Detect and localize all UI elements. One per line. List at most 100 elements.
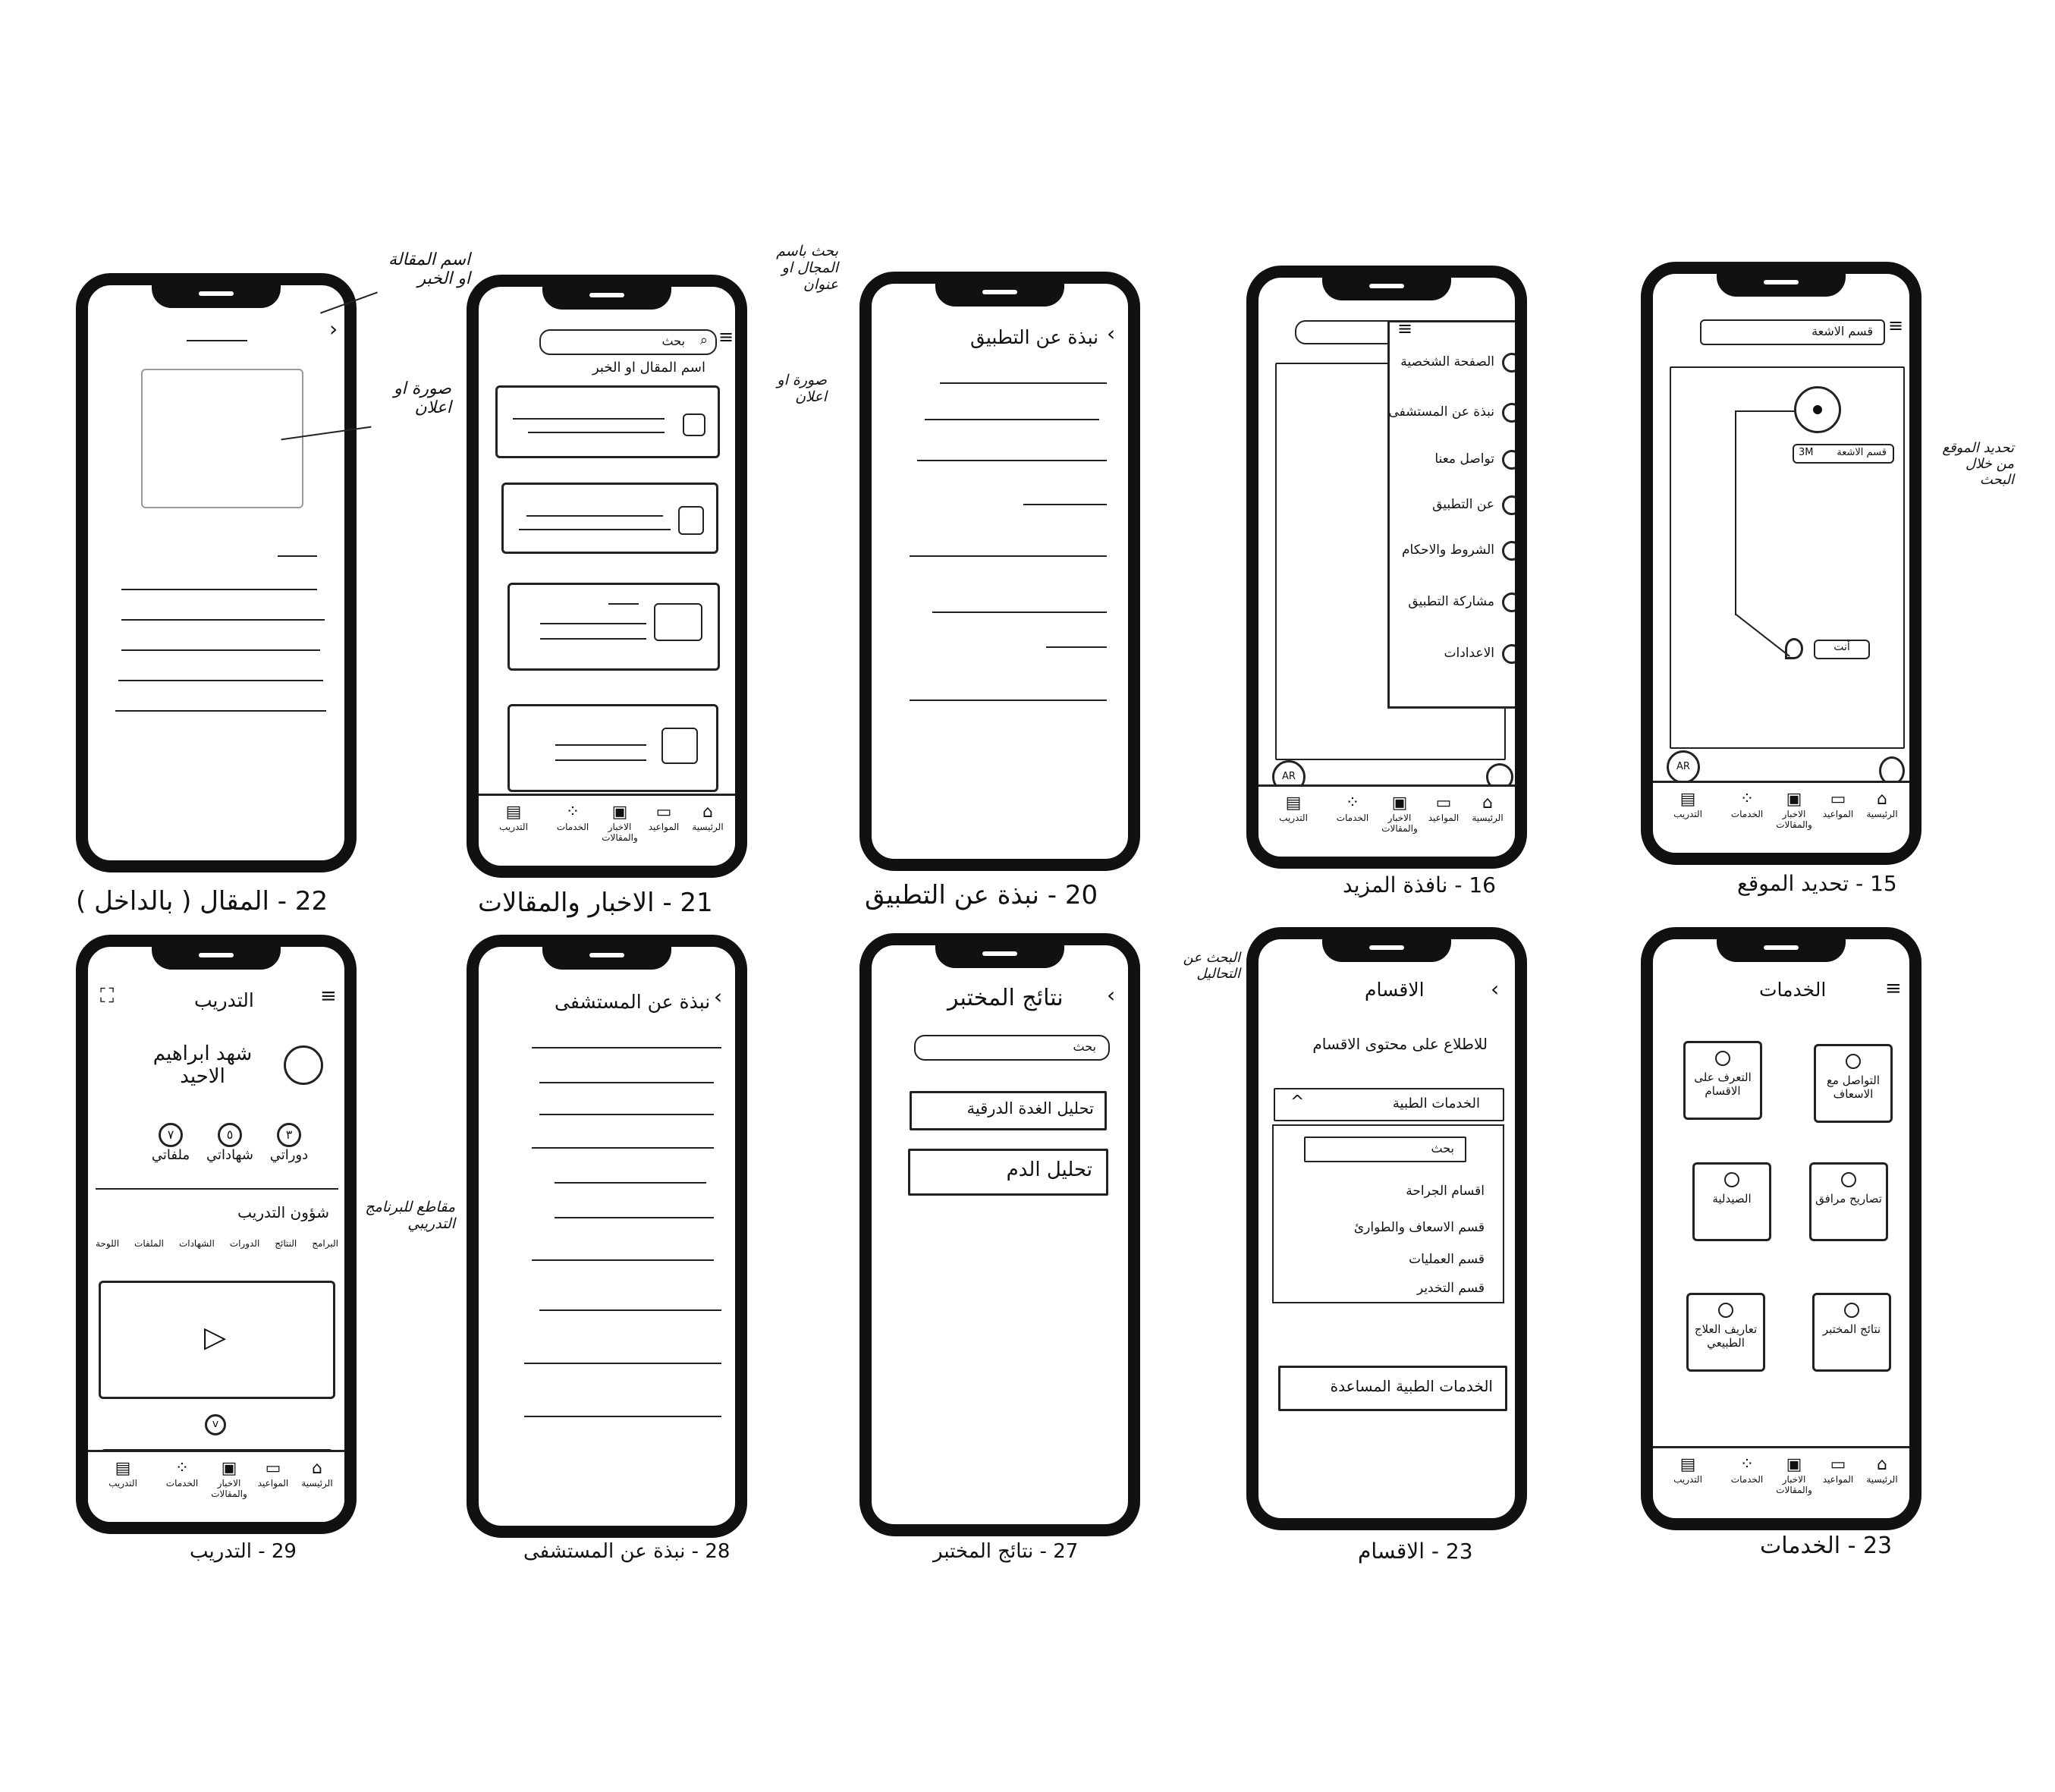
nav-training[interactable]: ▤التدريب (1272, 794, 1315, 824)
nav-news[interactable]: ▣الاخبار والمقالات (1378, 794, 1421, 835)
dept-item[interactable]: قسم الاسعاف والطوارئ (1353, 1220, 1485, 1235)
route-line (1735, 410, 1736, 615)
back-arrow-icon[interactable]: ‹ (1491, 976, 1500, 1001)
stat-files[interactable]: ٧ ملفاتي (144, 1123, 197, 1163)
tab-board[interactable]: اللوحة (96, 1238, 120, 1249)
stat-courses[interactable]: ٣ دوراتي (262, 1123, 316, 1163)
nav-home[interactable]: ⌂الرئيسية (687, 803, 729, 833)
nav-home[interactable]: ⌂الرئيسية (1861, 1456, 1903, 1485)
radio-icon[interactable] (1502, 403, 1515, 423)
back-arrow-icon[interactable]: ‹ (1107, 982, 1116, 1008)
search-bar[interactable]: بحث (914, 1035, 1110, 1061)
service-card-ambulance[interactable]: التواصل مع الاسعاف (1814, 1044, 1893, 1123)
news-card[interactable] (507, 583, 720, 671)
menu-icon[interactable]: ≡ (320, 985, 337, 1008)
play-icon[interactable]: ▷ (204, 1320, 227, 1353)
tab-files[interactable]: الملفات (134, 1238, 164, 1249)
back-arrow-icon[interactable]: › (329, 316, 338, 341)
phone-news-articles: بحث ⌕ ≡ اسم المقال او الخبر ⌂الرئيسية ▭ا… (467, 275, 747, 878)
search-bar[interactable]: قسم الاشعة (1700, 319, 1885, 345)
destination-label: قسم الاشعة 3M (1793, 444, 1894, 464)
blood-test-button[interactable]: تحليل الدم (908, 1149, 1108, 1196)
menu-item-share[interactable]: مشاركة التطبيق (1408, 594, 1494, 609)
menu-item-profile[interactable]: الصفحة الشخصية (1400, 354, 1494, 369)
news-card[interactable] (501, 483, 718, 554)
radio-icon[interactable] (1502, 450, 1515, 470)
search-input[interactable]: بحث (661, 334, 686, 348)
news-card[interactable] (507, 704, 718, 792)
video-player[interactable]: ▷ (99, 1281, 335, 1399)
tv-icon: ▣ (1786, 1455, 1802, 1474)
service-card-lab-results[interactable]: نتائج المختبر (1812, 1293, 1891, 1372)
panel-search[interactable]: بحث (1304, 1137, 1466, 1162)
scan-icon[interactable]: ⛶ (100, 985, 115, 1008)
menu-icon[interactable]: ≡ (718, 326, 734, 347)
news-card[interactable] (495, 385, 720, 458)
nav-training[interactable]: ▤التدريب (492, 803, 535, 833)
nav-appointments[interactable]: ▭المواعيد (1817, 791, 1859, 820)
avatar[interactable]: AR (1667, 750, 1700, 784)
search-input[interactable]: قسم الاشعة (1811, 324, 1873, 338)
nav-news[interactable]: ▣الاخبار والمقالات (208, 1460, 250, 1500)
menu-icon[interactable]: ≡ (1888, 315, 1904, 336)
stat-certificates[interactable]: ٥ شهاداتي (203, 1123, 256, 1163)
nav-services[interactable]: ⁘الخدمات (1331, 794, 1374, 824)
dropdown[interactable]: الخدمات الطبية ^ (1274, 1088, 1504, 1121)
service-card-physio[interactable]: تعاريف العلاج الطبيعي (1686, 1293, 1765, 1372)
dept-item[interactable]: قسم العمليات (1409, 1252, 1485, 1267)
target-location-icon (1794, 386, 1841, 433)
menu-item-contact[interactable]: تواصل معنا (1434, 451, 1494, 467)
menu-item-about-app[interactable]: عن التطبيق (1432, 497, 1494, 512)
search-input[interactable]: بحث (1073, 1039, 1097, 1054)
menu-item-settings[interactable]: الاعدادات (1444, 646, 1494, 661)
monitor-icon: ▤ (505, 803, 522, 822)
tab-courses[interactable]: الدورات (229, 1238, 260, 1249)
nav-news[interactable]: ▣الاخبار والمقالات (1773, 1455, 1815, 1496)
nav-training[interactable]: ▤التدريب (102, 1460, 144, 1489)
nav-appointments[interactable]: ▭المواعيد (1422, 794, 1465, 824)
service-card-pharmacy[interactable]: الصيدلية (1692, 1162, 1771, 1241)
nav-training[interactable]: ▤التدريب (1667, 791, 1709, 820)
back-arrow-icon[interactable]: ‹ (714, 984, 723, 1009)
bottom-nav: ⌂الرئيسية ▭المواعيد ▣الاخبار والمقالات ⁘… (1258, 784, 1515, 857)
radio-icon[interactable] (1502, 541, 1515, 561)
radio-icon[interactable] (1502, 495, 1515, 515)
service-card-companion[interactable]: تصاريح مرافق (1809, 1162, 1888, 1241)
menu-item-about-hospital[interactable]: نبذة عن المستشفى (1388, 404, 1494, 420)
nav-home[interactable]: ⌂الرئيسية (296, 1460, 338, 1489)
service-card-departments[interactable]: التعرف على الاقسام (1683, 1041, 1762, 1120)
nav-appointments[interactable]: ▭المواعيد (1817, 1456, 1859, 1485)
caption-p29: 29 - التدريب (190, 1540, 297, 1563)
menu-icon[interactable]: ≡ (1397, 318, 1413, 339)
nav-services[interactable]: ⁘الخدمات (1726, 1456, 1768, 1485)
tab-certificates[interactable]: الشهادات (178, 1238, 215, 1249)
phone-services: الخدمات ≡ التواصل مع الاسعاف التعرف على … (1641, 927, 1921, 1530)
dept-item[interactable]: قسم التخدير (1416, 1281, 1485, 1296)
medical-services-button[interactable]: الخدمات الطبية المساعدة (1278, 1366, 1507, 1411)
avatar[interactable] (284, 1045, 323, 1085)
nav-home[interactable]: ⌂الرئيسية (1861, 791, 1903, 820)
nav-services[interactable]: ⁘الخدمات (161, 1460, 203, 1489)
thyroid-test-button[interactable]: تحليل الغدة الدرقية (910, 1091, 1107, 1130)
nav-training[interactable]: ▤التدريب (1667, 1456, 1709, 1485)
nav-news[interactable]: ▣الاخبار والمقالات (1773, 791, 1815, 831)
nav-appointments[interactable]: ▭المواعيد (252, 1460, 294, 1489)
radio-icon[interactable] (1502, 644, 1515, 664)
nav-services[interactable]: ⁘الخدمات (1726, 791, 1768, 820)
tab-results[interactable]: النتائج (275, 1238, 297, 1249)
search-bar[interactable]: بحث ⌕ (539, 329, 717, 355)
page-subtitle: للاطلاع على محتوى الاقسام (1312, 1035, 1488, 1053)
menu-icon[interactable]: ≡ (1885, 977, 1902, 1000)
nav-news[interactable]: ▣الاخبار والمقالات (599, 803, 641, 844)
radio-icon[interactable] (1502, 353, 1515, 373)
menu-item-terms[interactable]: الشروط والاحكام (1401, 542, 1494, 558)
dept-item[interactable]: اقسام الجراحة (1406, 1184, 1485, 1199)
nav-home[interactable]: ⌂الرئيسية (1466, 794, 1509, 824)
back-arrow-icon[interactable]: ‹ (1107, 321, 1116, 346)
radio-icon[interactable] (1502, 593, 1515, 612)
nav-services[interactable]: ⁘الخدمات (551, 803, 594, 833)
nav-appointments[interactable]: ▭المواعيد (643, 803, 685, 833)
note-locate-search: تحديد الموقع من خلال البحث (1942, 440, 2014, 488)
tab-programs[interactable]: البرامج (312, 1238, 338, 1249)
chevron-down-icon[interactable]: v (205, 1414, 226, 1435)
